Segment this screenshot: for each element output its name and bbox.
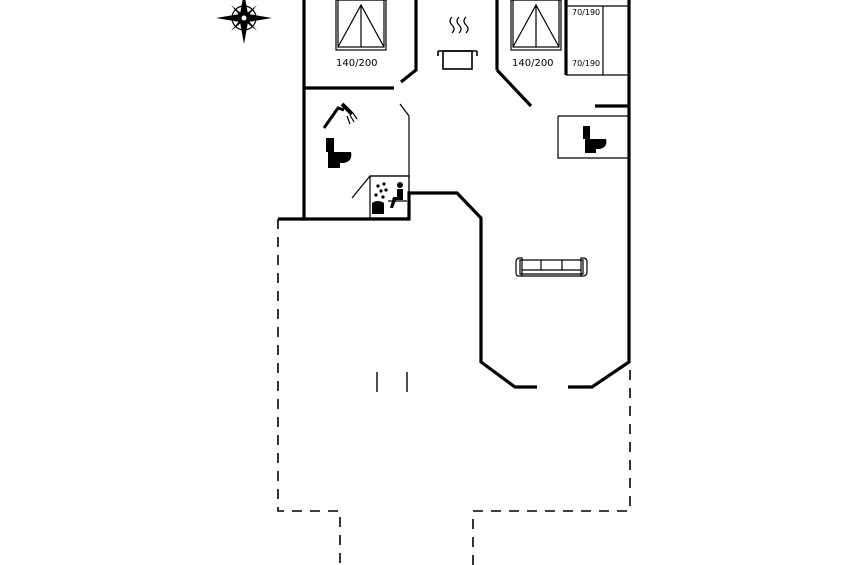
toilet-icon xyxy=(583,126,607,153)
terrace-outline xyxy=(277,219,631,565)
bed-size-label: 140/200 xyxy=(512,58,554,69)
bunk-size-label: 70/190 xyxy=(572,8,600,17)
walls xyxy=(278,0,631,389)
cooking-pot-icon xyxy=(437,16,478,70)
bunk-size-label: 70/190 xyxy=(572,59,600,68)
double-bed-icon xyxy=(335,0,387,51)
double-bed-icon xyxy=(510,0,562,51)
bed-size-label: 140/200 xyxy=(336,58,378,69)
sauna-icon xyxy=(351,175,410,219)
toilet-icon xyxy=(326,138,352,168)
compass-rose-icon xyxy=(216,0,272,44)
toilet-room-walls xyxy=(557,115,629,159)
shower-icon xyxy=(322,102,358,129)
sofa-icon xyxy=(515,257,588,277)
terrace-marks xyxy=(376,372,408,392)
